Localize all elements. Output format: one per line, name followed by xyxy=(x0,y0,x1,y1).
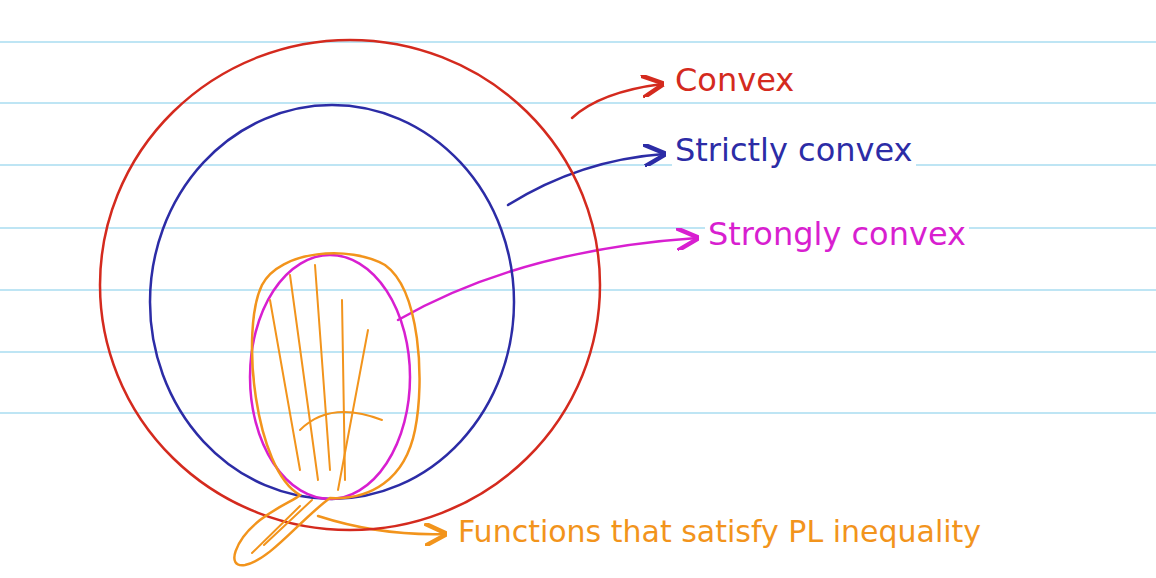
set-outline xyxy=(225,240,430,575)
set-label: Functions that satisfy PL inequality xyxy=(455,515,984,550)
set-label: Convex xyxy=(672,62,797,99)
set-outline xyxy=(98,38,602,502)
leader-line xyxy=(572,84,662,118)
strictly-convex-set: Strictly convexStrongly convex xyxy=(148,103,516,501)
leader-line xyxy=(508,154,664,205)
pl-function-set: Functions that satisfy PL inequality xyxy=(225,240,430,575)
set-label: Strongly convex xyxy=(705,216,969,253)
leader-line xyxy=(398,238,697,320)
set-label: Strictly convex xyxy=(672,132,916,169)
set-outline xyxy=(148,103,516,501)
leader-lines xyxy=(318,84,697,534)
ruled-lines xyxy=(0,42,1156,413)
convex-set: ConvexStrictly convexStrongly convex xyxy=(98,38,602,502)
